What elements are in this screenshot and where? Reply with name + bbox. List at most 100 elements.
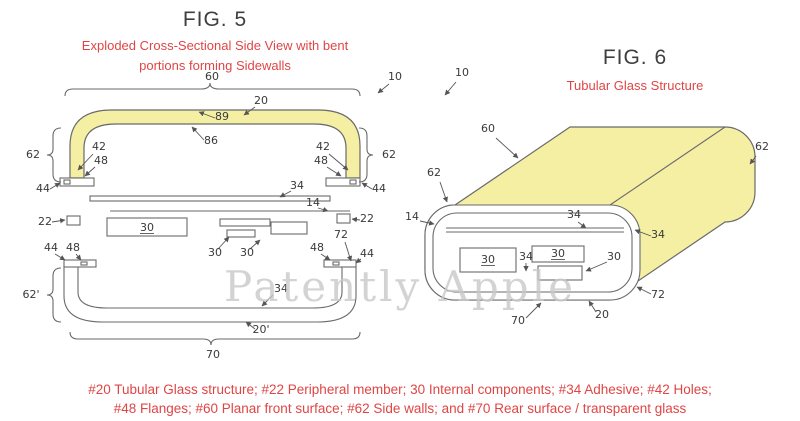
ref-label-20: 20 — [595, 308, 609, 321]
leader-line-30 — [217, 236, 230, 250]
fig6-inner-wall — [432, 212, 633, 293]
ref-label-34: 34 — [651, 228, 665, 241]
ref-label-30: 30 — [208, 246, 222, 259]
fig5-internal-component-4 — [270, 221, 308, 235]
fig5-brace-62-right — [358, 127, 374, 183]
leader-line-20 — [588, 300, 597, 313]
leader-line-62 — [749, 155, 757, 165]
leader-line-89 — [198, 111, 216, 119]
leader-line-48 — [326, 166, 342, 177]
fig6-internal-component-1 — [459, 247, 517, 273]
ref-label-22: 22 — [360, 212, 374, 225]
ref-label-30: 30 — [240, 246, 254, 259]
ref-label-60: 60 — [205, 70, 219, 83]
leader-line-44 — [355, 257, 362, 264]
leader-line-44 — [361, 182, 373, 190]
fig5-rear-glass-channel — [63, 265, 357, 323]
ref-label-44: 44 — [372, 182, 386, 195]
fig5-peripheral-member-right — [336, 213, 351, 224]
fig5-flange-top-right — [325, 177, 361, 187]
leader-line-14 — [317, 206, 329, 213]
fig5-hole-top-left — [63, 179, 71, 185]
leader-line-48 — [75, 253, 82, 261]
ref-label-44: 44 — [36, 182, 50, 195]
fig6-title: FIG. 6 — [602, 46, 668, 69]
ref-label-14: 14 — [405, 210, 419, 223]
ref-label-34: 34 — [274, 282, 288, 295]
fig5-flange-bottom-left — [63, 259, 97, 268]
ref-label-72: 72 — [334, 228, 348, 241]
ref-label-42: 42 — [92, 140, 106, 153]
ref-label-62: 62 — [26, 148, 40, 161]
leader-line-44 — [54, 253, 66, 261]
leader-line-14 — [419, 220, 435, 226]
ref-label-30: 30 — [140, 221, 154, 234]
ref-label-30: 30 — [607, 250, 621, 263]
leader-line-20' — [245, 321, 256, 330]
ref-label-72: 72 — [651, 288, 665, 301]
ref-label-62: 62 — [427, 166, 441, 179]
ref-label-48: 48 — [310, 241, 324, 254]
ref-label-10: 10 — [455, 66, 469, 79]
fig5-adhesive-layer-34 — [89, 195, 331, 202]
leader-line-22 — [51, 218, 66, 224]
fig6-subtitle: Tubular Glass Structure — [566, 78, 704, 93]
ref-label-44: 44 — [360, 247, 374, 260]
leader-line-30 — [249, 239, 261, 250]
leader-line-34 — [261, 294, 274, 307]
fig5-brace-70 — [69, 331, 361, 346]
leader-line-42 — [77, 153, 94, 171]
fig6-internal-component-2 — [531, 245, 585, 263]
leader-line-30 — [585, 261, 608, 272]
leader-line-42 — [328, 153, 349, 171]
ref-label-22: 22 — [38, 215, 52, 228]
ref-label-48: 48 — [314, 154, 328, 167]
ref-label-44: 44 — [44, 241, 58, 254]
leader-line-34 — [577, 221, 587, 229]
fig5-internal-component-3 — [226, 229, 256, 238]
fig5-internal-component-2 — [219, 218, 271, 227]
fig5-flange-top-left — [59, 177, 95, 187]
leader-line-44 — [49, 182, 61, 190]
ref-label-48: 48 — [66, 241, 80, 254]
leader-line-62 — [439, 181, 448, 203]
fig5-hole-top-right — [349, 179, 357, 185]
fig6-internal-component-3 — [537, 265, 583, 281]
leader-line-20 — [243, 106, 256, 116]
ref-label-14: 14 — [306, 196, 320, 209]
fig5-subtitle: Exploded Cross-Sectional Side View with … — [81, 38, 349, 73]
ref-label-89: 89 — [215, 110, 229, 123]
leader-line-70 — [525, 302, 542, 319]
leader-line-86 — [191, 126, 205, 141]
ref-label-62': 62' — [22, 288, 39, 301]
leader-line-72 — [344, 241, 353, 262]
ref-label-20: 20 — [254, 94, 268, 107]
ref-label-42: 42 — [316, 140, 330, 153]
fig5-flange-bottom-right — [323, 259, 357, 268]
fig5-title: FIG. 5 — [182, 8, 248, 31]
fig5-brace-60 — [64, 82, 361, 97]
ref-label-86: 86 — [204, 134, 218, 147]
ref-label-34: 34 — [290, 179, 304, 192]
ref-label-70: 70 — [511, 314, 525, 327]
ref-label-10: 10 — [388, 70, 402, 83]
ref-label-60: 60 — [481, 122, 495, 135]
caption-line-1: #20 Tubular Glass structure; #22 Periphe… — [88, 382, 712, 397]
fig5-hole-bottom-left — [80, 261, 88, 266]
ref-label-30: 30 — [551, 247, 565, 260]
leader-line-10 — [444, 81, 457, 96]
ref-label-30: 30 — [481, 253, 495, 266]
leader-line-22 — [351, 216, 361, 223]
ref-label-70: 70 — [206, 348, 220, 361]
fig5-brace-62prime-left — [46, 267, 62, 323]
figure-caption: #20 Tubular Glass structure; #22 Periphe… — [0, 380, 800, 418]
fig5-hole-bottom-right — [332, 261, 340, 266]
fig5-peripheral-member-left — [66, 215, 81, 226]
ref-label-62: 62 — [755, 140, 769, 153]
ref-label-48: 48 — [94, 154, 108, 167]
leader-line-48 — [84, 166, 96, 177]
